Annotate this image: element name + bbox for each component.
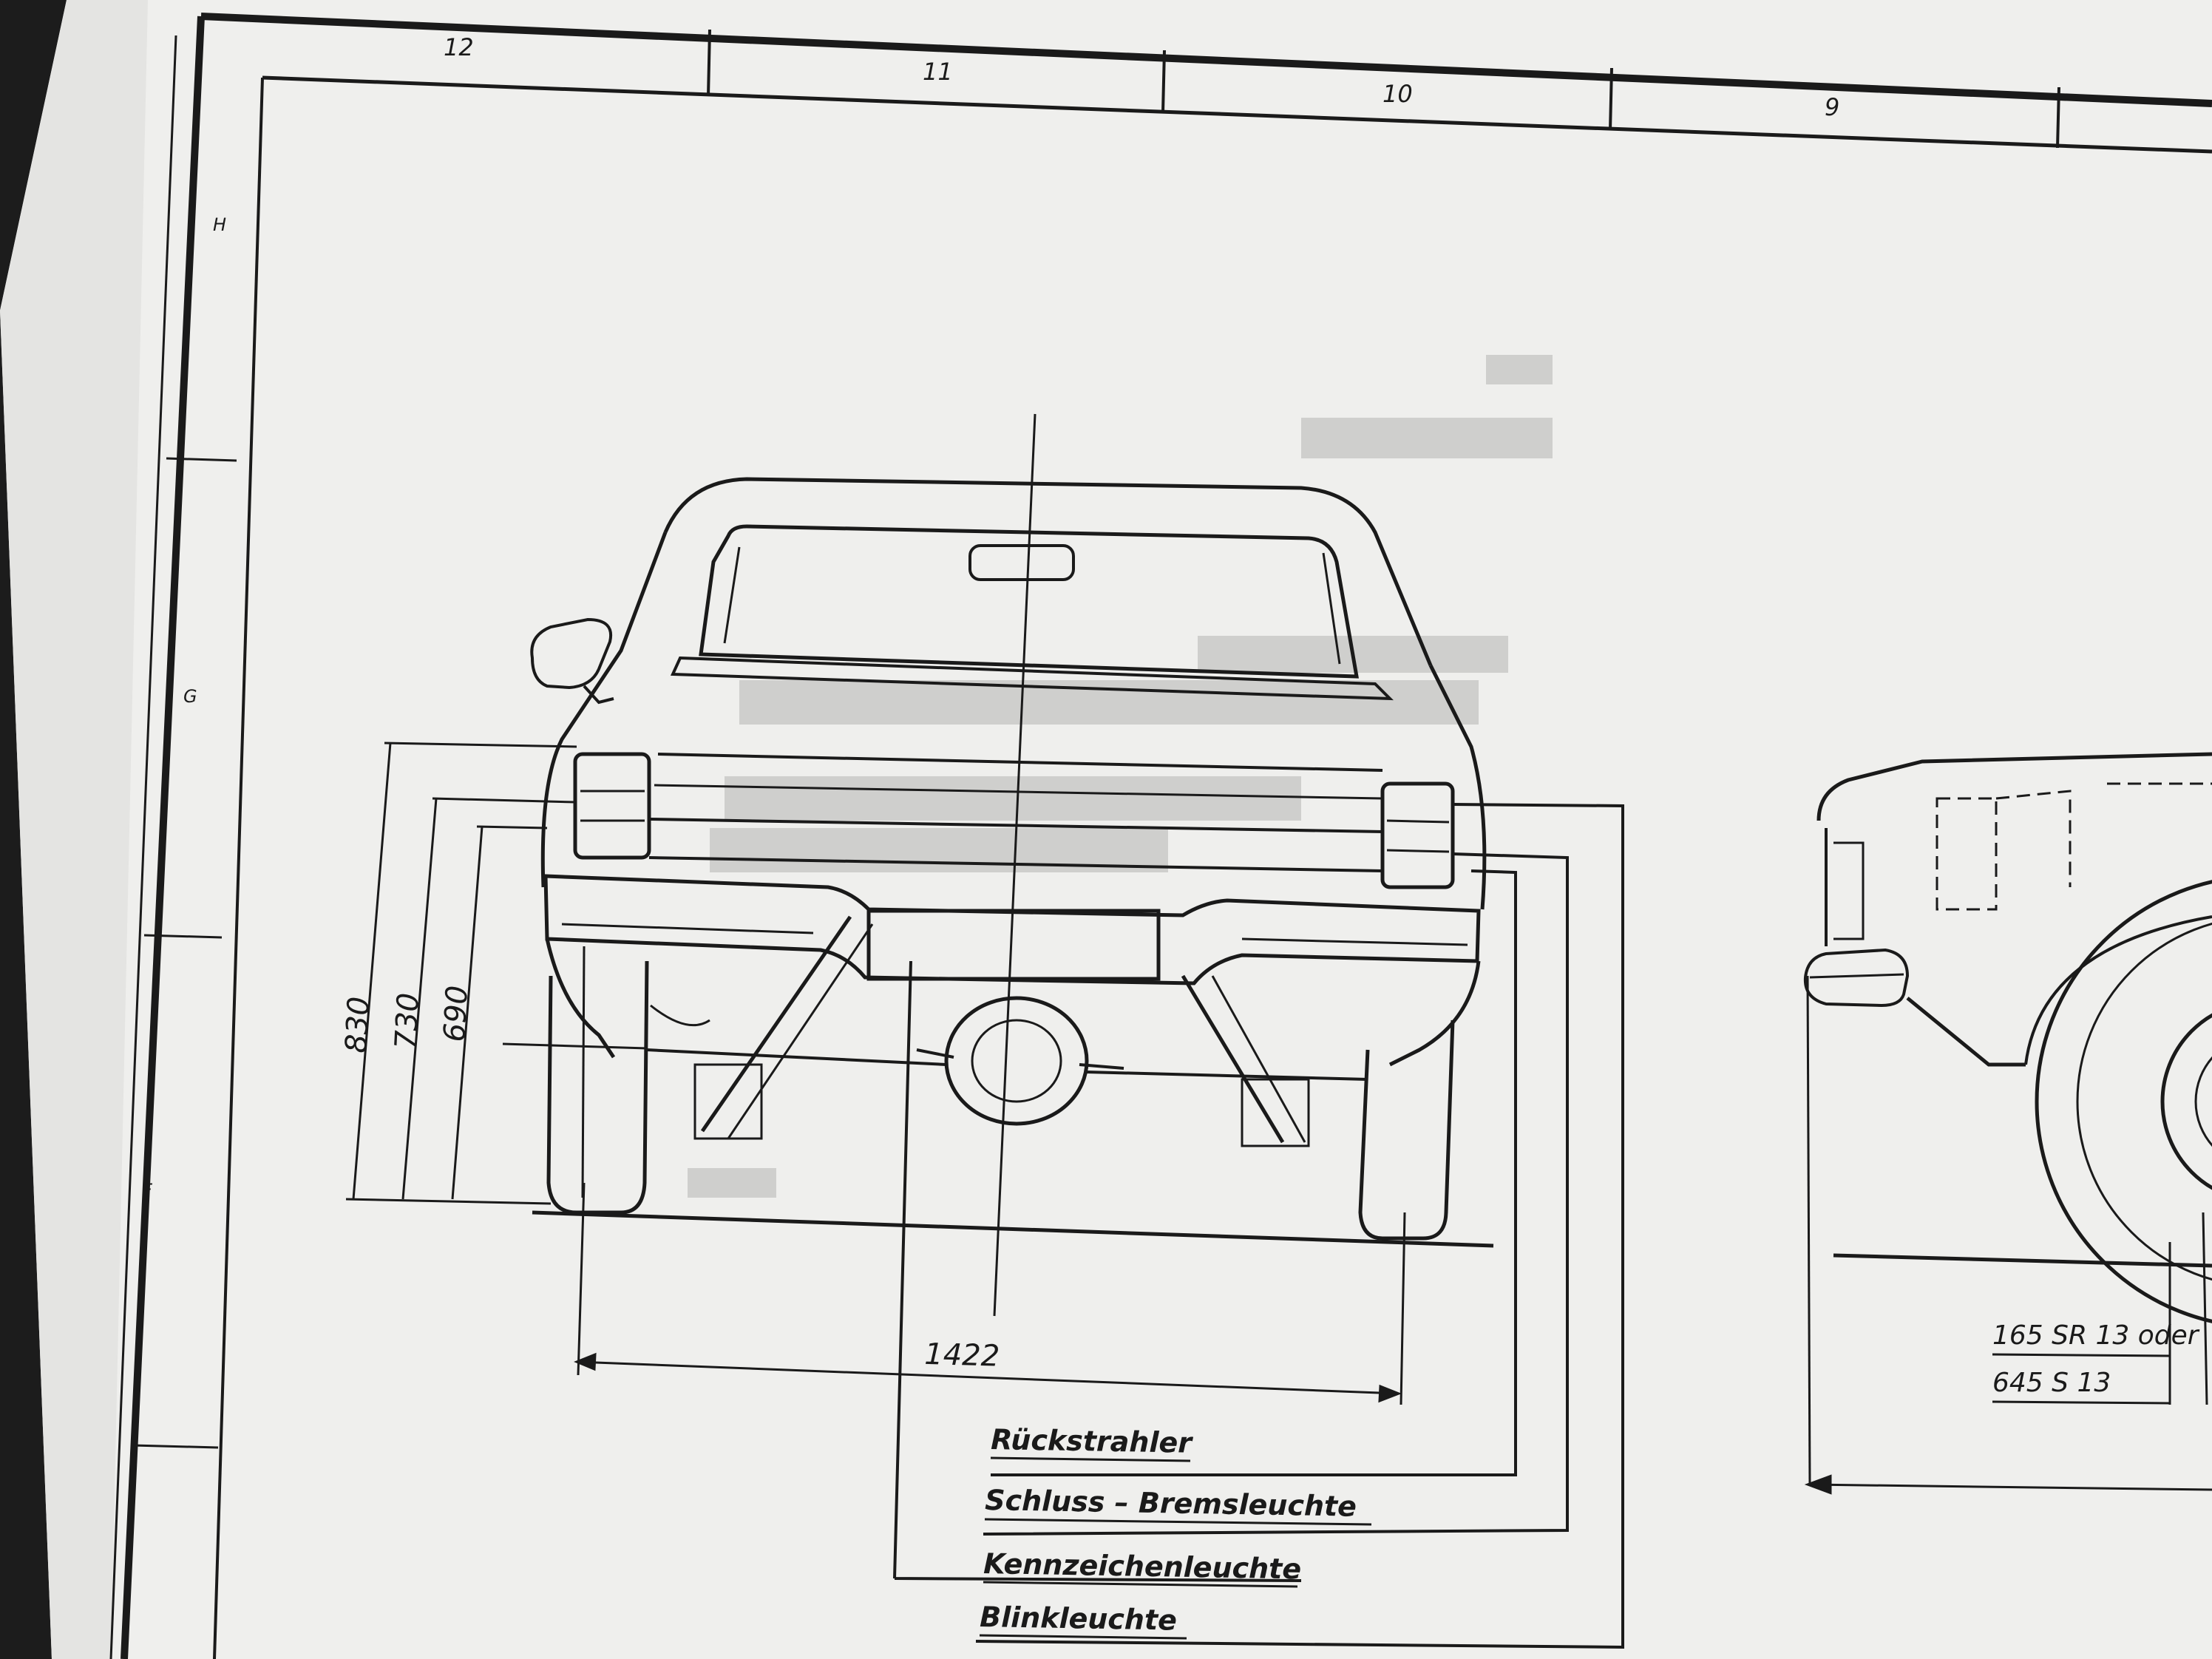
- callout-kennzeichenleuchte: Kennzeichenleuchte: [983, 1547, 1302, 1585]
- dimension-690: 690: [438, 985, 475, 1043]
- row-marks: H G F: [142, 214, 226, 1201]
- dimension-730: 730: [389, 992, 426, 1051]
- row-mark: G: [183, 686, 197, 707]
- column-numbers: 12 11 10 9: [444, 33, 1839, 121]
- callout-labels: Rückstrahler Schluss – Bremsleuchte Kenn…: [979, 1423, 1372, 1640]
- callout-underline: [990, 1456, 1191, 1462]
- ground-line: [532, 1210, 1494, 1248]
- callout-underline: [984, 1518, 1372, 1526]
- column-number: 10: [1382, 80, 1413, 108]
- roof-outline: [663, 477, 1433, 666]
- height-dimensions: [345, 742, 648, 1205]
- track-dimension: [574, 1182, 1406, 1405]
- bleed-through-marks: [688, 355, 1553, 1198]
- callout-underline: [979, 1634, 1187, 1640]
- paper-shadow: [0, 0, 148, 1659]
- rear-window: [699, 524, 1359, 679]
- row-mark: F: [142, 1180, 153, 1201]
- column-number: 11: [923, 58, 953, 86]
- window-light: [968, 544, 1075, 581]
- tyre-spec-underline: [1992, 1400, 2171, 1405]
- callout-blinkleuchte: Blinkleuchte: [980, 1601, 1177, 1637]
- row-mark: H: [213, 214, 226, 235]
- front-wheel: [2035, 880, 2212, 1323]
- right-wheel: [1358, 1020, 1455, 1241]
- tyre-spec-underline: [1992, 1353, 2171, 1357]
- sheet-border: [109, 13, 2212, 1659]
- dimension-830: 830: [339, 996, 376, 1054]
- side-view-drawing: [1803, 752, 2212, 1495]
- callout-leaders: [893, 803, 1624, 1649]
- rear-view-drawing: [530, 413, 1494, 1317]
- callout-rueckstrahler: Rückstrahler: [991, 1423, 1194, 1459]
- column-number: 12: [444, 33, 474, 61]
- side-mirror: [530, 617, 613, 690]
- tyre-spec-secondary: 645 S 13: [1992, 1368, 2111, 1398]
- column-number: 9: [1825, 93, 1839, 121]
- right-tail-light: [1380, 781, 1455, 889]
- left-tail-light: [573, 752, 651, 860]
- tyre-spec: 165 SR 13 oder 645 S 13: [1992, 1320, 2200, 1405]
- differential: [944, 996, 1089, 1126]
- tyre-spec-primary: 165 SR 13 oder: [1992, 1320, 2200, 1351]
- license-plate: [866, 909, 1161, 981]
- front-bumper: [1803, 948, 1910, 1008]
- callout-schluss-bremsleuchte: Schluss – Bremsleuchte: [985, 1484, 1357, 1523]
- callout-underline: [983, 1581, 1298, 1588]
- dimension-1422: 1422: [924, 1337, 1000, 1374]
